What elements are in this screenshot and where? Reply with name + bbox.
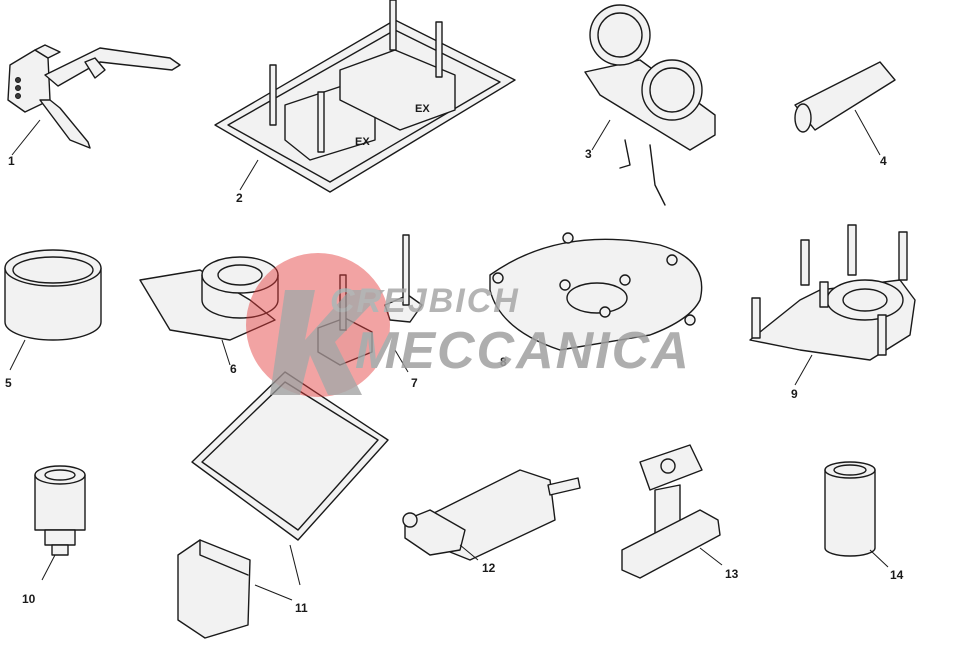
callout-14: 14 [890, 568, 904, 582]
callout-2: 2 [236, 191, 243, 205]
watermark-line2: MECCANICA [355, 322, 691, 380]
callout-11: 11 [295, 601, 308, 615]
callout-13: 13 [725, 567, 739, 581]
tool-3-dial-gauges [584, 4, 716, 206]
callout-6: 6 [230, 362, 237, 376]
gauge-label-ex-2: EX [415, 103, 430, 115]
watermark: CREJBICH MECCANICA [246, 253, 691, 397]
callout-8: 8 [500, 355, 507, 369]
tool-14-sleeve [824, 461, 889, 568]
tool-5-ring [4, 249, 102, 371]
callout-4: 4 [880, 154, 887, 168]
callout-labels: 1 2 3 4 5 6 7 8 9 10 11 12 13 14 [5, 147, 904, 615]
tool-1-clamp [7, 44, 181, 156]
tool-2-tray: EX EX [214, 0, 516, 193]
tool-12-bracket [402, 469, 581, 561]
tool-13-t-jig [621, 444, 723, 579]
tool-4-socket [794, 61, 896, 156]
callout-9: 9 [791, 387, 798, 401]
callout-10: 10 [22, 592, 36, 606]
tool-9-spider-fixture [749, 224, 916, 386]
tool-6-bracket-ring [139, 256, 279, 366]
watermark-k-logo [270, 290, 385, 395]
gauge-label-ex-1: EX [355, 136, 370, 148]
callout-5: 5 [5, 376, 12, 390]
callout-1: 1 [8, 154, 15, 168]
watermark-line1: CREJBICH [330, 282, 520, 320]
tool-10-drift [34, 465, 86, 581]
callout-12: 12 [482, 561, 496, 575]
tool-8-plate [489, 232, 703, 351]
tool-11-tray-block [177, 371, 389, 639]
callout-3: 3 [585, 147, 592, 161]
callout-7: 7 [411, 376, 418, 390]
